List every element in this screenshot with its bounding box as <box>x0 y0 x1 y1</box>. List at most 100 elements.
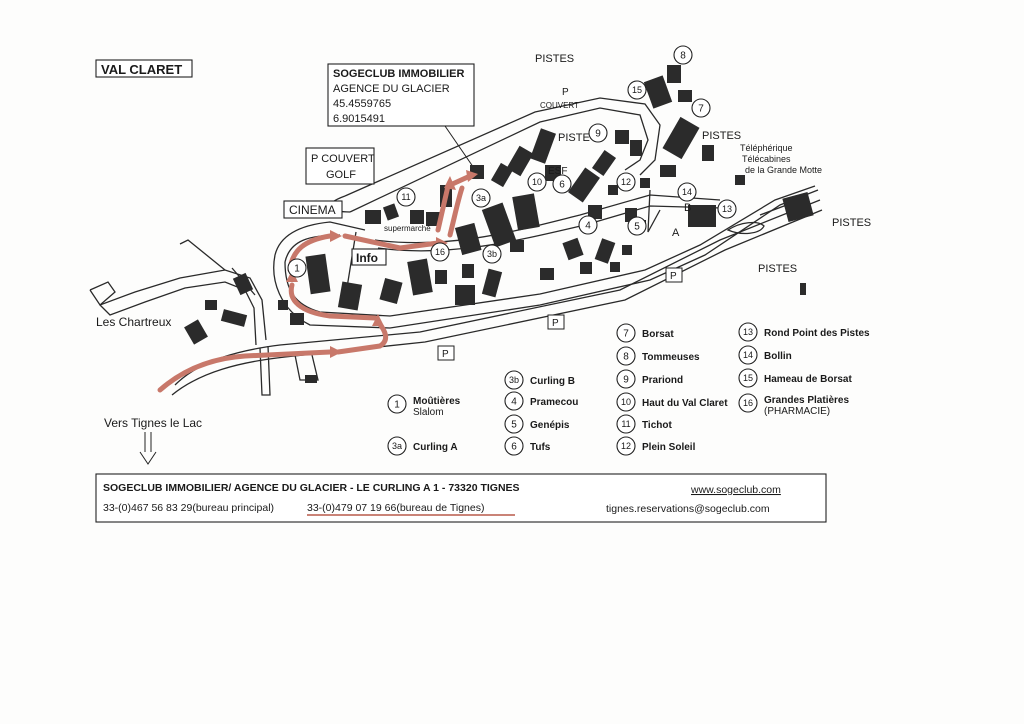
label-supermarche: supermarché <box>384 224 431 233</box>
marker-circle <box>387 394 407 414</box>
legend-label: Tommeuses <box>642 352 700 363</box>
marker-circle <box>471 188 491 208</box>
parking-sign: P <box>552 318 559 329</box>
marker-circle <box>616 414 636 434</box>
label-p-couvert-top: COUVERT <box>540 101 579 110</box>
marker-number: 3b <box>487 249 497 259</box>
agency-box <box>327 63 475 127</box>
marker-number: 13 <box>743 327 753 337</box>
marker-circle <box>627 80 647 100</box>
legend-label: Moûtières <box>413 396 461 407</box>
label-pistes-top: PISTES <box>535 53 574 65</box>
legend-marker-15: 15 <box>738 368 758 388</box>
marker-4: 4 <box>578 215 598 235</box>
legend-marker-10: 10 <box>616 392 636 412</box>
marker-number: 4 <box>585 221 591 232</box>
legend-sublabel: (PHARMACIE) <box>764 406 830 417</box>
marker-number: 4 <box>511 397 517 408</box>
marker-circle <box>738 322 758 342</box>
footer-website: www.sogeclub.com <box>690 484 781 496</box>
down-arrow <box>139 432 157 465</box>
marker-circle <box>430 242 450 262</box>
marker-circle <box>691 98 711 118</box>
marker-14: 14 <box>677 182 697 202</box>
marker-circle <box>673 45 693 65</box>
marker-circle <box>396 187 416 207</box>
marker-circle <box>287 258 307 278</box>
marker-number: 14 <box>743 350 753 360</box>
label-letter-a: A <box>672 227 680 239</box>
info-box <box>351 248 387 266</box>
marker-number: 11 <box>621 419 630 429</box>
marker-15: 15 <box>627 80 647 100</box>
marker-number: 16 <box>435 247 445 257</box>
marker-number: 6 <box>559 180 565 191</box>
legend-marker-11: 11 <box>616 414 636 434</box>
parking-signs: P P P <box>437 267 683 361</box>
marker-number: 10 <box>532 177 542 187</box>
marker-circle <box>616 392 636 412</box>
footer-email: tignes.reservations@sogeclub.com <box>606 503 770 515</box>
marker-number: 13 <box>722 204 732 214</box>
marker-number: 1 <box>294 264 300 275</box>
marker-number: 1 <box>394 400 400 411</box>
legend-label: Curling A <box>413 442 458 453</box>
label-p-couvert-golf-1: P COUVERT <box>311 153 375 165</box>
legend-marker-13: 13 <box>738 322 758 342</box>
label-piste: PISTE <box>558 132 590 144</box>
marker-number: 15 <box>632 85 642 95</box>
agency-coord1: 45.4559765 <box>333 98 391 110</box>
legend-label: Plein Soleil <box>642 442 696 453</box>
legend-marker-9: 9 <box>616 369 636 389</box>
marker-circle <box>387 436 407 456</box>
label-esf: ESF <box>548 166 567 177</box>
marker-3b: 3b <box>482 244 502 264</box>
marker-number: 9 <box>595 129 601 140</box>
marker-number: 3a <box>392 441 402 451</box>
marker-number: 15 <box>743 373 753 383</box>
label-p-couvert-golf-2: GOLF <box>326 169 356 181</box>
marker-6: 6 <box>552 174 572 194</box>
marker-number: 8 <box>623 352 629 363</box>
p-couvert-golf-box <box>305 147 375 185</box>
marker-1: 1 <box>287 258 307 278</box>
marker-circle <box>504 414 524 434</box>
parking-sign: P <box>442 349 449 360</box>
footer-phone-main: 33-(0)467 56 83 29(bureau principal) <box>103 502 274 514</box>
legend-label: Borsat <box>642 329 674 340</box>
marker-16: 16 <box>430 242 450 262</box>
label-pistes-right-3: PISTES <box>758 263 797 275</box>
marker-number: 5 <box>511 420 517 431</box>
marker-9: 9 <box>588 123 608 143</box>
marker-circle <box>616 172 636 192</box>
marker-7: 7 <box>691 98 711 118</box>
legend-marker-8: 8 <box>616 346 636 366</box>
marker-circle <box>616 346 636 366</box>
legend-label: Hameau de Borsat <box>764 374 852 385</box>
title-box <box>95 59 193 78</box>
marker-circle <box>738 345 758 365</box>
label-teleph-3: de la Grande Motte <box>745 165 822 175</box>
label-teleph-1: Téléphérique <box>740 143 793 153</box>
label-pistes-right-2: PISTES <box>832 217 871 229</box>
legend-label: Genépis <box>530 420 570 431</box>
marker-number: 12 <box>621 177 631 187</box>
legend-marker-14: 14 <box>738 345 758 365</box>
agency-coord2: 6.9015491 <box>333 113 385 125</box>
legend-label: Tufs <box>530 442 551 453</box>
legend-label: Tichot <box>642 420 672 431</box>
legend-marker-4: 4 <box>504 391 524 411</box>
legend-marker-3a: 3a <box>387 436 407 456</box>
legend-label: Grandes Platières <box>764 395 849 406</box>
label-pistes-right-1: PISTES <box>702 130 741 142</box>
marker-circle <box>627 216 647 236</box>
label-p-couvert-top-p: P <box>562 87 569 98</box>
marker-number: 12 <box>621 441 631 451</box>
agency-subname: AGENCE DU GLACIER <box>333 83 450 95</box>
legend-label: Rond Point des Pistes <box>764 328 870 339</box>
marker-number: 7 <box>698 104 704 115</box>
footer-box <box>95 473 827 523</box>
label-letter-b: B <box>684 202 691 214</box>
